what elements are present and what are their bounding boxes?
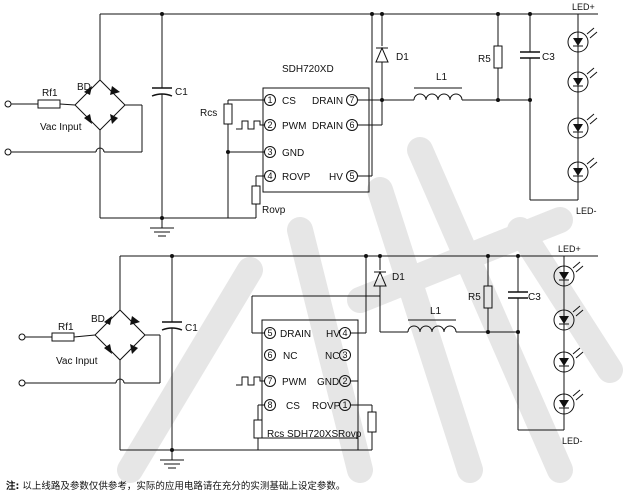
c1-label: C1 [175,87,188,98]
vac-label-2: Vac Input [56,356,98,367]
ic-pin-2: 2 PWM [264,119,306,132]
c3-label-2: C3 [528,292,541,303]
rovp-label-2: Rovp [338,429,362,440]
rf1-label-2: Rf1 [58,322,74,333]
ac-terminal-2 [4,148,12,156]
svg-text:PWM: PWM [282,121,306,132]
bd-label: BD [77,82,91,93]
ic-sdh720xd [262,87,370,193]
footnote: 注: 以上线路及参数仅供参考，实际的应用电路请在充分的实测基础上设定参数。 [6,478,345,492]
ic-pin-4: 4 ROVP [264,170,311,183]
ic-sdh720xs [261,319,359,439]
svg-text:CS: CS [282,96,296,107]
svg-text:1: 1 [342,400,347,410]
svg-text:NC: NC [325,351,339,362]
ac-terminal-4 [18,379,26,387]
l1-label-2: L1 [430,306,442,317]
ic-pin-7: DRAIN 7 [312,94,358,107]
led-string-bottom [553,261,584,415]
d1-label-2: D1 [392,272,405,283]
bd-label-2: BD [91,314,105,325]
svg-text:HV: HV [329,172,343,183]
ic-name-2: SDH720XS [287,429,338,440]
svg-text:HV: HV [326,329,340,340]
led-minus-label-2: LED- [562,436,583,446]
ic-pin-3: 3 GND [264,146,304,159]
r5-label-2: R5 [468,292,481,303]
rf1-label: Rf1 [42,88,58,99]
svg-text:1: 1 [267,95,272,105]
vac-label: Vac Input [40,122,82,133]
r5-label: R5 [478,54,491,65]
ic2-pin-7: 7 PWM [264,375,306,388]
svg-text:8: 8 [267,400,272,410]
top-circuit: Rf1 BD Vac Input C1 SDH720XD 1 CS 2 PWM [4,2,598,237]
rcs-resistor [223,103,233,125]
svg-text:PWM: PWM [282,377,306,388]
svg-text:3: 3 [267,147,272,157]
led-plus-label-2: LED+ [558,244,581,254]
rovp-label: Rovp [262,205,286,216]
footnote-prefix: 注: [6,481,20,492]
svg-text:7: 7 [267,376,272,386]
svg-text:CS: CS [286,401,300,412]
svg-text:ROVP: ROVP [282,172,311,183]
rovp-resistor [251,185,261,205]
svg-text:4: 4 [267,171,272,181]
footnote-text: 以上线路及参数仅供参考，实际的应用电路请在充分的实测基础上设定参数。 [22,481,346,492]
svg-text:5: 5 [349,171,354,181]
watermark [117,137,623,483]
svg-text:6: 6 [267,350,272,360]
rf1-resistor-2 [51,332,75,342]
rf1-resistor [37,99,61,109]
svg-text:6: 6 [349,120,354,130]
svg-text:3: 3 [342,350,347,360]
svg-text:2: 2 [267,120,272,130]
ic2-pin-8: 8 CS [264,399,300,412]
svg-text:ROVP: ROVP [312,401,341,412]
ic2-pin-5: 5 DRAIN [264,327,311,340]
c1-label-2: C1 [185,323,198,334]
led-string-top [567,27,598,183]
rcs-label-2: Rcs [267,429,284,440]
c3-label: C3 [542,52,555,63]
l1-label: L1 [436,72,448,83]
svg-text:2: 2 [342,376,347,386]
ic2-pin-6: 6 NC [264,349,297,362]
svg-text:GND: GND [317,377,339,388]
ic-pin-5: HV 5 [329,170,358,183]
svg-text:DRAIN: DRAIN [312,121,343,132]
d1-label: D1 [396,52,409,63]
svg-text:4: 4 [342,328,347,338]
ac-terminal-1 [4,100,12,108]
svg-text:5: 5 [267,328,272,338]
svg-text:NC: NC [283,351,297,362]
svg-text:DRAIN: DRAIN [280,329,311,340]
svg-text:GND: GND [282,148,304,159]
svg-text:7: 7 [349,95,354,105]
rovp-resistor-2 [367,411,377,433]
ac-terminal-3 [18,333,26,341]
svg-text:DRAIN: DRAIN [312,96,343,107]
ic-name: SDH720XD [282,64,334,75]
led-plus-label: LED+ [572,2,595,12]
rcs-label: Rcs [200,108,217,119]
rcs-resistor-2 [253,419,263,439]
led-minus-label: LED- [576,206,597,216]
r5-resistor [493,45,503,69]
ic-pin-1: 1 CS [264,94,296,107]
ic-pin-6: DRAIN 6 [312,119,358,132]
